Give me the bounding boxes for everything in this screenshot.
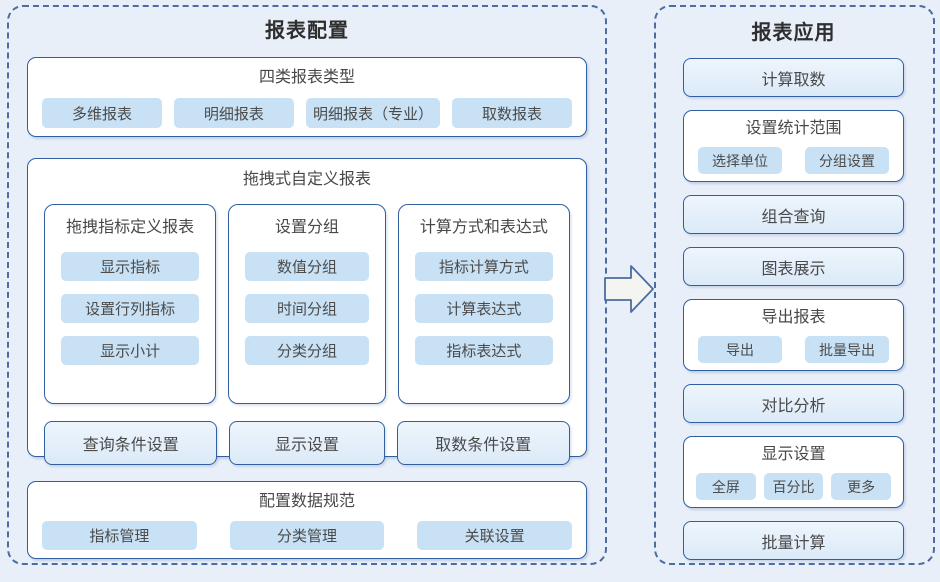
indicator-expression-chip: 指标表达式 <box>414 336 553 365</box>
stat-scope-title: 设置统计范围 <box>745 120 842 137</box>
data-spec-box: 配置数据规范 指标管理 分类管理 关联设置 <box>27 481 587 559</box>
grouping-column-title: 设置分组 <box>274 219 339 236</box>
select-unit-chip: 选择单位 <box>698 147 782 174</box>
grouping-column: 设置分组 数值分组 时间分组 分类分组 <box>228 204 386 404</box>
calculation-column-title: 计算方式和表达式 <box>419 219 548 236</box>
export-chip: 导出 <box>698 336 782 363</box>
display-settings-title: 显示设置 <box>761 446 826 463</box>
report-app-panel: 报表应用 计算取数 设置统计范围 选择单位 分组设置 组合查询 图表展示 导出报… <box>654 5 935 565</box>
drag-custom-report-title: 拖拽式自定义报表 <box>242 171 371 188</box>
report-types-title: 四类报表类型 <box>258 69 355 86</box>
stat-scope-chip-row: 选择单位 分组设置 <box>696 147 891 174</box>
calculation-column: 计算方式和表达式 指标计算方式 计算表达式 指标表达式 <box>397 204 570 404</box>
stat-scope-group: 设置统计范围 选择单位 分组设置 <box>683 110 904 182</box>
relation-setting-chip: 关联设置 <box>417 521 573 550</box>
compare-analysis-box: 对比分析 <box>683 384 904 423</box>
detail-report-pro-chip: 明细报表（专业） <box>305 98 441 128</box>
report-types-chip-row: 多维报表 明细报表 明细报表（专业） 取数报表 <box>42 98 573 128</box>
report-config-title: 报表配置 <box>265 20 349 42</box>
show-subtotal-chip: 显示小计 <box>61 336 200 365</box>
data-spec-title: 配置数据规范 <box>258 493 355 510</box>
category-management-chip: 分类管理 <box>229 521 385 550</box>
group-setting-chip: 分组设置 <box>805 147 889 174</box>
show-indicator-chip: 显示指标 <box>61 252 200 281</box>
detail-report-chip: 明细报表 <box>173 98 294 128</box>
report-app-stack: 计算取数 设置统计范围 选择单位 分组设置 组合查询 图表展示 导出报表 导出 … <box>683 58 904 560</box>
report-config-panel: 报表配置 四类报表类型 多维报表 明细报表 明细报表（专业） 取数报表 拖拽式自… <box>7 5 607 565</box>
calc-expression-chip: 计算表达式 <box>414 294 553 323</box>
report-app-title: 报表应用 <box>751 22 836 44</box>
report-types-box: 四类报表类型 多维报表 明细报表 明细报表（专业） 取数报表 <box>27 57 587 137</box>
display-settings-group: 显示设置 全屏 百分比 更多 <box>683 436 904 508</box>
query-condition-bar: 查询条件设置 <box>44 421 218 465</box>
batch-calc-box: 批量计算 <box>683 521 904 560</box>
export-report-group: 导出报表 导出 批量导出 <box>683 299 904 371</box>
more-chip: 更多 <box>831 473 892 500</box>
chart-display-box: 图表展示 <box>683 247 904 286</box>
drag-custom-bars: 查询条件设置 显示设置 取数条件设置 <box>44 421 570 465</box>
percentage-chip: 百分比 <box>763 473 824 500</box>
combo-query-box: 组合查询 <box>683 195 904 234</box>
drag-indicator-column-title: 拖拽指标定义报表 <box>66 219 195 236</box>
data-fetch-report-chip: 取数报表 <box>452 98 573 128</box>
time-grouping-chip: 时间分组 <box>245 294 369 323</box>
data-spec-chip-row: 指标管理 分类管理 关联设置 <box>42 521 573 550</box>
indicator-calc-method-chip: 指标计算方式 <box>414 252 553 281</box>
row-col-indicator-chip: 设置行列指标 <box>61 294 200 323</box>
multidimensional-report-chip: 多维报表 <box>42 98 162 128</box>
drag-custom-columns: 拖拽指标定义报表 显示指标 设置行列指标 显示小计 设置分组 数值分组 时间分组… <box>44 204 570 404</box>
flow-arrow-icon <box>604 265 654 313</box>
calc-fetch-box: 计算取数 <box>683 58 904 97</box>
numeric-grouping-chip: 数值分组 <box>245 252 369 281</box>
drag-custom-report-box: 拖拽式自定义报表 拖拽指标定义报表 显示指标 设置行列指标 显示小计 设置分组 … <box>27 158 587 465</box>
category-grouping-chip: 分类分组 <box>245 336 369 365</box>
fullscreen-chip: 全屏 <box>696 473 756 500</box>
drag-indicator-column: 拖拽指标定义报表 显示指标 设置行列指标 显示小计 <box>44 204 217 404</box>
export-chip-row: 导出 批量导出 <box>696 336 891 363</box>
display-settings-chip-row: 全屏 百分比 更多 <box>696 473 892 500</box>
fetch-condition-bar: 取数条件设置 <box>396 421 570 465</box>
display-setting-bar: 显示设置 <box>229 421 385 465</box>
export-report-title: 导出报表 <box>761 309 826 326</box>
batch-export-chip: 批量导出 <box>805 336 889 363</box>
indicator-management-chip: 指标管理 <box>42 521 197 550</box>
